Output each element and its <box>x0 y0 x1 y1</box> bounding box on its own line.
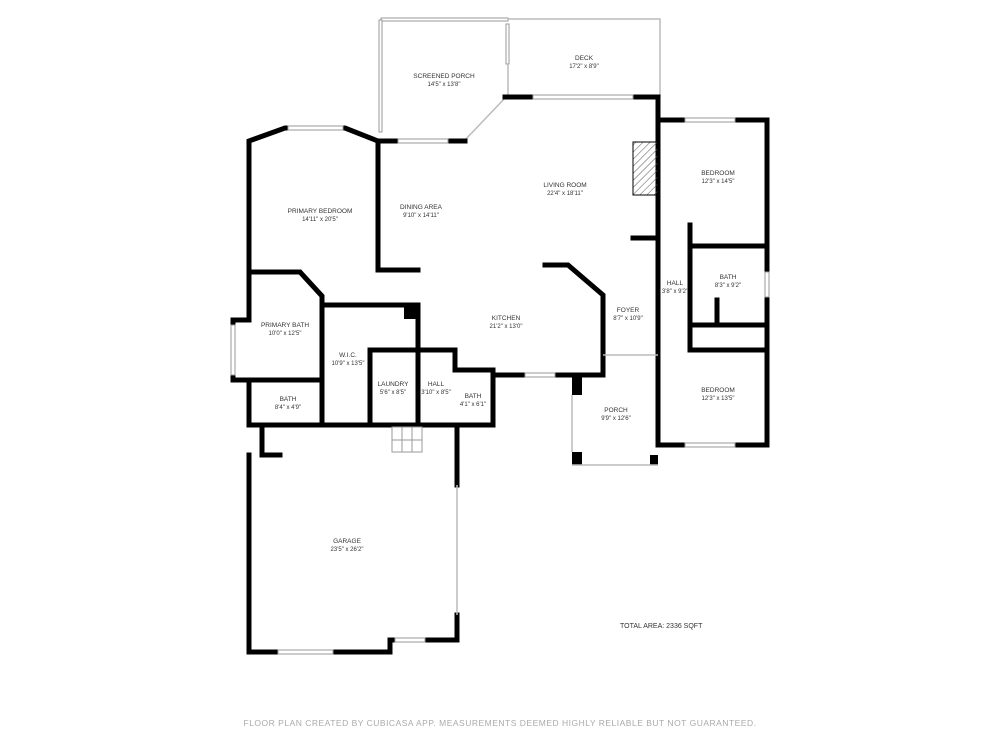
svg-text:SCREENED PORCH: SCREENED PORCH <box>413 73 475 80</box>
room-kitchen: KITCHEN 21'2" x 13'0" <box>490 315 523 330</box>
svg-text:17'2" x 8'9": 17'2" x 8'9" <box>569 64 599 70</box>
walls <box>230 17 770 655</box>
svg-text:22'4" x 18'11": 22'4" x 18'11" <box>547 191 583 197</box>
room-bath-small: BATH 4'1" x 6'1" <box>460 393 486 408</box>
svg-text:HALL: HALL <box>428 381 445 388</box>
svg-text:3'10" x 8'5": 3'10" x 8'5" <box>421 390 451 396</box>
svg-text:LIVING ROOM: LIVING ROOM <box>543 182 586 189</box>
room-bath-primary-small: BATH 8'4" x 4'9" <box>275 396 301 411</box>
svg-text:23'5" x 26'2": 23'5" x 26'2" <box>331 547 364 553</box>
svg-text:BATH: BATH <box>280 396 297 403</box>
stairs <box>391 426 423 453</box>
svg-text:5'6" x 8'5": 5'6" x 8'5" <box>380 390 406 396</box>
svg-text:14'11" x 20'5": 14'11" x 20'5" <box>302 217 338 223</box>
svg-text:9'10" x 14'11": 9'10" x 14'11" <box>403 213 439 219</box>
svg-text:14'5" x 13'8": 14'5" x 13'8" <box>428 82 461 88</box>
svg-text:4'1" x 6'1": 4'1" x 6'1" <box>460 402 486 408</box>
svg-text:HALL: HALL <box>667 280 684 287</box>
svg-text:BATH: BATH <box>720 274 737 281</box>
svg-text:PORCH: PORCH <box>604 407 628 414</box>
room-porch: PORCH 9'9" x 12'6" <box>601 407 631 422</box>
svg-text:10'9" x 13'5": 10'9" x 13'5" <box>332 361 365 367</box>
room-screened-porch: SCREENED PORCH 14'5" x 13'8" <box>413 73 475 88</box>
svg-text:9'9" x 12'6": 9'9" x 12'6" <box>601 416 631 422</box>
room-hall-west: HALL 3'10" x 8'5" <box>421 381 451 396</box>
room-primary-bedroom: PRIMARY BEDROOM 14'11" x 20'5" <box>288 208 353 223</box>
svg-text:10'0" x 12'5": 10'0" x 12'5" <box>269 331 302 337</box>
svg-text:W.I.C.: W.I.C. <box>339 352 357 359</box>
svg-text:DINING AREA: DINING AREA <box>400 204 443 211</box>
svg-text:GARAGE: GARAGE <box>333 538 361 545</box>
svg-text:BEDROOM: BEDROOM <box>701 387 735 394</box>
svg-text:DECK: DECK <box>575 55 594 62</box>
room-deck: DECK 17'2" x 8'9" <box>569 55 599 70</box>
room-laundry: LAUNDRY 5'6" x 8'5" <box>378 381 410 396</box>
svg-text:8'3" x 9'2": 8'3" x 9'2" <box>715 283 741 289</box>
total-area: TOTAL AREA: 2336 SQFT <box>620 623 703 630</box>
svg-text:FOYER: FOYER <box>617 307 640 314</box>
room-foyer: FOYER 8'7" x 10'9" <box>613 307 643 322</box>
room-living-room: LIVING ROOM 22'4" x 18'11" <box>543 182 586 197</box>
room-primary-bath: PRIMARY BATH 10'0" x 12'5" <box>261 322 309 337</box>
svg-text:BEDROOM: BEDROOM <box>701 170 735 177</box>
svg-text:8'4" x 4'9": 8'4" x 4'9" <box>275 405 301 411</box>
room-bedroom-2: BEDROOM 12'3" x 13'5" <box>701 387 735 402</box>
svg-text:BATH: BATH <box>465 393 482 400</box>
room-hall-east: HALL 3'8" x 9'2" <box>662 280 688 295</box>
svg-text:LAUNDRY: LAUNDRY <box>378 381 410 388</box>
svg-text:8'7" x 10'9": 8'7" x 10'9" <box>613 316 643 322</box>
room-labels: SCREENED PORCH 14'5" x 13'8" DECK 17'2" x … <box>261 55 741 553</box>
room-garage: GARAGE 23'5" x 26'2" <box>331 538 364 553</box>
room-bedroom-1: BEDROOM 12'3" x 14'5" <box>701 170 735 185</box>
svg-text:21'2" x 13'0": 21'2" x 13'0" <box>490 324 523 330</box>
footer-disclaimer: FLOOR PLAN CREATED BY CUBICASA APP. MEAS… <box>243 718 757 728</box>
svg-text:12'3" x 14'5": 12'3" x 14'5" <box>702 179 735 185</box>
room-dining-area: DINING AREA 9'10" x 14'11" <box>400 204 443 219</box>
svg-text:3'8" x 9'2": 3'8" x 9'2" <box>662 289 688 295</box>
room-wic: W.I.C. 10'9" x 13'5" <box>332 352 365 367</box>
svg-text:KITCHEN: KITCHEN <box>492 315 521 322</box>
svg-text:PRIMARY BEDROOM: PRIMARY BEDROOM <box>288 208 353 215</box>
room-bath-east: BATH 8'3" x 9'2" <box>715 274 741 289</box>
svg-text:PRIMARY BATH: PRIMARY BATH <box>261 322 309 329</box>
svg-text:12'3" x 13'5": 12'3" x 13'5" <box>702 396 735 402</box>
